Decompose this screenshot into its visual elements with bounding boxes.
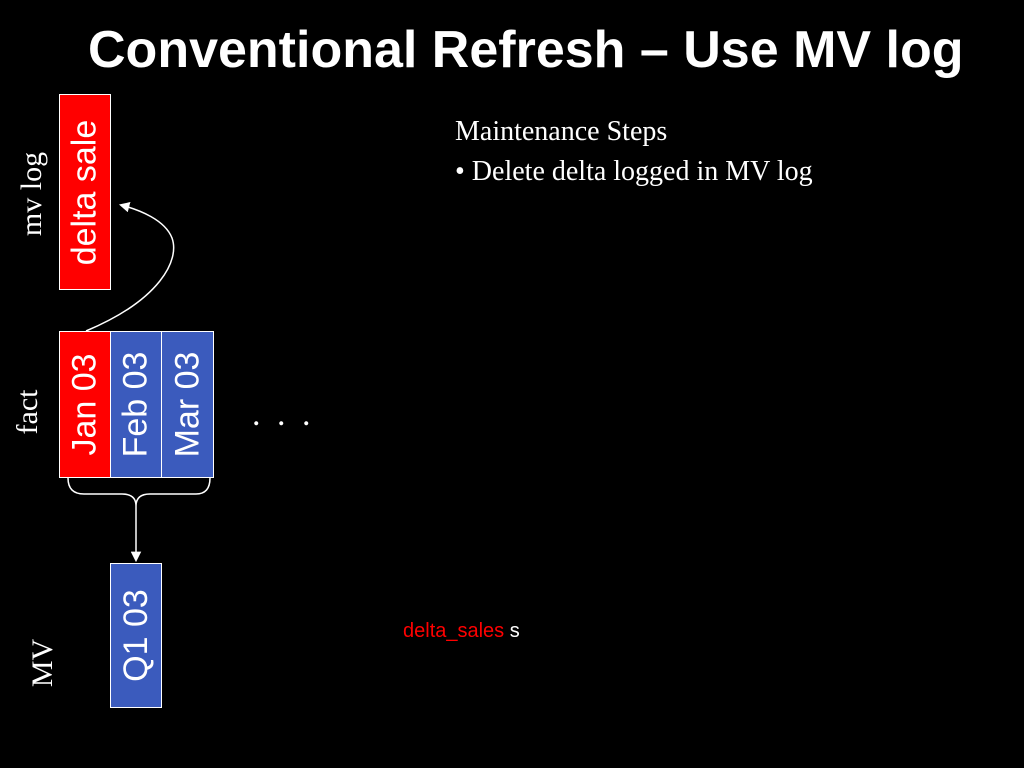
fact-partition-mar: Mar 03 xyxy=(161,331,214,478)
fact-partition-jan: Jan 03 xyxy=(59,331,111,478)
slide-title: Conventional Refresh – Use MV log xyxy=(88,21,964,79)
query-rest: s xyxy=(504,620,520,642)
ellipsis: . . . xyxy=(252,396,315,433)
mv-q1-box: Q1 03 xyxy=(110,563,162,708)
query-fragment: delta_sales s xyxy=(403,620,520,643)
fact-brace xyxy=(67,477,211,507)
maintenance-steps: Maintenance Steps • Delete delta logged … xyxy=(455,112,813,192)
log-arrow xyxy=(85,202,175,332)
mv-log-delta-sale-box: delta sale xyxy=(59,94,111,290)
query-highlight: delta_sales xyxy=(403,620,505,642)
steps-heading: Maintenance Steps xyxy=(455,116,668,147)
step-item: • Delete delta logged in MV log xyxy=(455,156,813,187)
